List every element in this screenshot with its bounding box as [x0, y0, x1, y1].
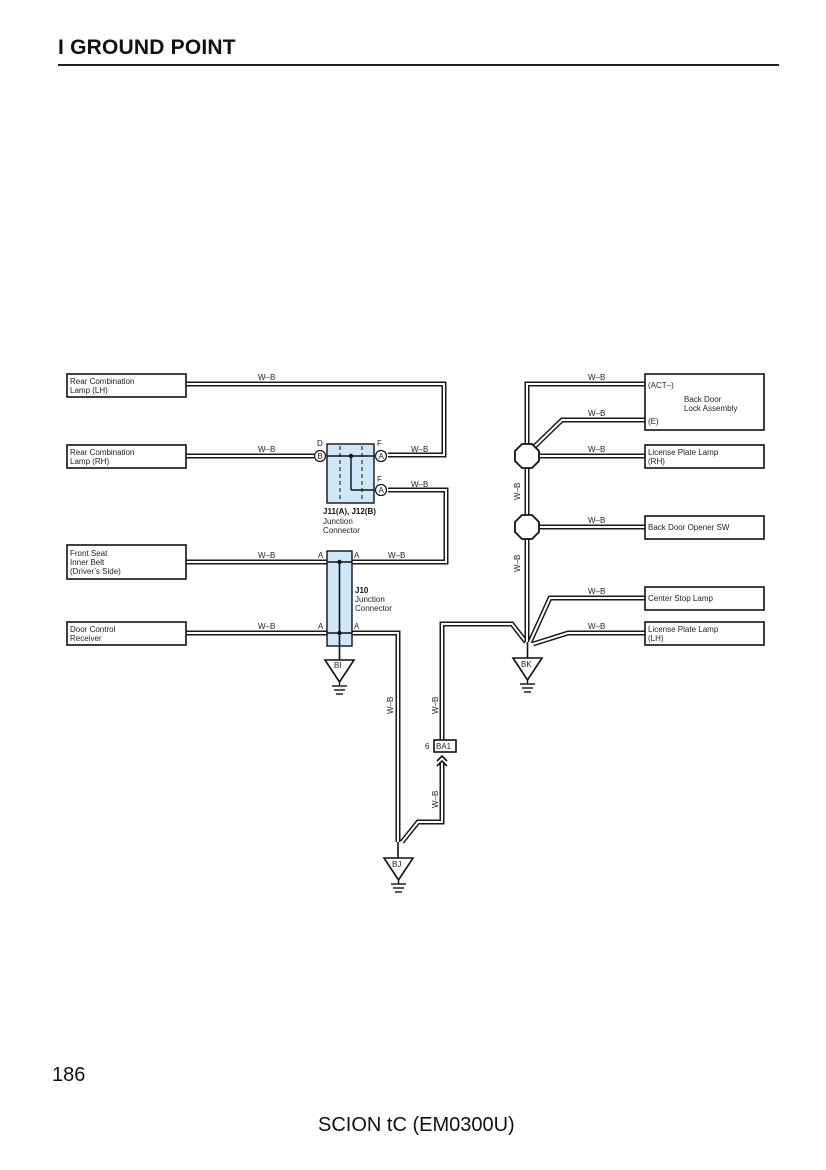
- rear-combination-lamp-rh: Rear Combination Lamp (RH): [66, 444, 187, 469]
- wire-label: W–B: [588, 622, 605, 631]
- pin-label: A: [354, 551, 360, 560]
- connector-ba1: BA1 6: [425, 739, 457, 767]
- wire-label: W–B: [588, 373, 605, 382]
- wire-color-labels: W–B W–B W–B W–B W–B W–B W–B W–B W–B W–B …: [258, 373, 605, 808]
- front-seat-inner-belt: Front Seat Inner Belt (Driver’s Side): [66, 544, 187, 580]
- splice-point-lower: [514, 514, 540, 540]
- page-title: I GROUND POINT: [58, 36, 236, 59]
- svg-text:Lamp (LH): Lamp (LH): [70, 386, 108, 395]
- svg-text:Junction: Junction: [323, 517, 353, 526]
- svg-text:Connector: Connector: [355, 604, 392, 613]
- svg-text:(RH): (RH): [648, 457, 665, 466]
- wire-label: W–B: [431, 791, 440, 808]
- wire-label: W–B: [386, 697, 395, 714]
- door-control-receiver: Door Control Receiver: [66, 621, 187, 646]
- svg-text:License Plate Lamp: License Plate Lamp: [648, 448, 719, 457]
- splice-point-upper: [514, 443, 540, 469]
- svg-text:(LH): (LH): [648, 634, 664, 643]
- page-number: 186: [52, 1064, 86, 1086]
- svg-text:Front Seat: Front Seat: [70, 549, 108, 558]
- svg-text:Center Stop Lamp: Center Stop Lamp: [648, 594, 713, 603]
- svg-text:Inner Belt: Inner Belt: [70, 558, 105, 567]
- svg-text:Rear Combination: Rear Combination: [70, 377, 134, 386]
- ground-point-bj: BJ: [382, 857, 415, 893]
- wires: [186, 381, 645, 844]
- back-door-lock-assembly: (ACT–) Back Door Lock Assembly (E): [644, 373, 765, 431]
- pin-label: A: [318, 622, 324, 631]
- wire-label: W–B: [258, 445, 275, 454]
- ground-point-bi: BI: [323, 659, 356, 695]
- license-plate-lamp-lh: License Plate Lamp (LH): [644, 621, 765, 646]
- svg-text:Back Door Opener SW: Back Door Opener SW: [648, 523, 730, 532]
- svg-text:Receiver: Receiver: [70, 634, 102, 643]
- footer-model: SCION tC (EM0300U): [318, 1114, 515, 1136]
- pin-label: A: [379, 452, 385, 461]
- svg-text:BI: BI: [334, 661, 342, 670]
- title-rule: [58, 64, 779, 66]
- license-plate-lamp-rh: License Plate Lamp (RH): [644, 444, 765, 469]
- wire-label: W–B: [431, 697, 440, 714]
- svg-text:(Driver’s Side): (Driver’s Side): [70, 567, 121, 576]
- wire-label: W–B: [258, 622, 275, 631]
- svg-text:Lock Assembly: Lock Assembly: [684, 404, 737, 413]
- svg-text:Connector: Connector: [323, 526, 360, 535]
- svg-text:(ACT–): (ACT–): [648, 381, 674, 390]
- svg-text:BA1: BA1: [436, 742, 452, 751]
- wire-label: W–B: [513, 483, 522, 500]
- junction-connector-j11-j12: B D A F A F J11(A), J12(B) Junction Conn…: [313, 439, 388, 535]
- wire-label: W–B: [258, 373, 275, 382]
- svg-text:(E): (E): [648, 417, 659, 426]
- pin-label: D: [317, 439, 323, 448]
- svg-text:Lamp (RH): Lamp (RH): [70, 457, 109, 466]
- back-door-opener-sw: Back Door Opener SW: [644, 515, 765, 540]
- wire-label: W–B: [588, 409, 605, 418]
- svg-text:Junction: Junction: [355, 595, 385, 604]
- pin-label: F: [377, 475, 382, 484]
- wire-label: W–B: [588, 516, 605, 525]
- ground-point-bk: BK: [511, 657, 544, 693]
- wire-label: W–B: [388, 551, 405, 560]
- svg-text:Rear Combination: Rear Combination: [70, 448, 134, 457]
- pin-label: F: [377, 439, 382, 448]
- wire-label: W–B: [588, 445, 605, 454]
- svg-text:BJ: BJ: [392, 860, 401, 869]
- pin-label: A: [379, 486, 385, 495]
- pin-label: B: [318, 452, 323, 461]
- pin-label: A: [318, 551, 324, 560]
- junction-connector-j10: A A A A J10 Junction Connector: [318, 550, 392, 660]
- wire-label: W–B: [258, 551, 275, 560]
- wire-label: W–B: [513, 555, 522, 572]
- rear-combination-lamp-lh: Rear Combination Lamp (LH): [66, 373, 187, 398]
- center-stop-lamp: Center Stop Lamp: [644, 586, 765, 611]
- wire-label: W–B: [411, 445, 428, 454]
- svg-text:Back Door: Back Door: [684, 395, 722, 404]
- pin-label: 6: [425, 742, 430, 751]
- junction-id: J11(A), J12(B): [323, 507, 376, 516]
- svg-text:License Plate Lamp: License Plate Lamp: [648, 625, 719, 634]
- svg-text:BK: BK: [521, 660, 532, 669]
- svg-text:Door Control: Door Control: [70, 625, 116, 634]
- wire-label: W–B: [588, 587, 605, 596]
- junction-id: J10: [355, 586, 369, 595]
- pin-label: A: [354, 622, 360, 631]
- wire-label: W–B: [411, 480, 428, 489]
